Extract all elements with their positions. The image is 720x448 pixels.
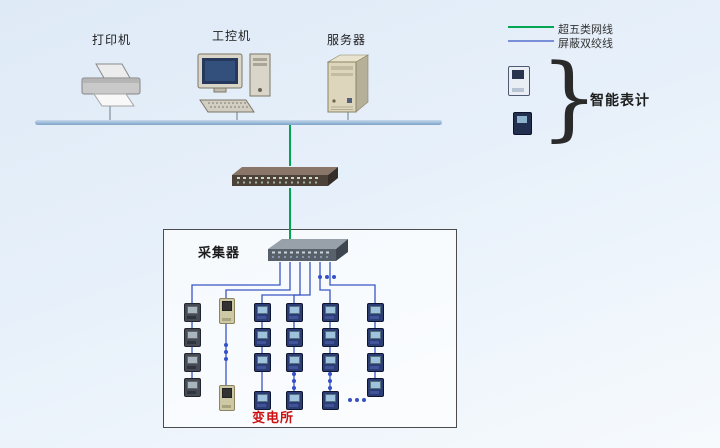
meter-icon — [184, 328, 201, 347]
ellipsis-icon — [328, 372, 332, 376]
meter-icon — [184, 378, 201, 397]
ellipsis-icon — [318, 275, 322, 279]
server-label: 服务器 — [327, 33, 367, 47]
meter-icon — [219, 385, 235, 411]
brace-glyph: } — [540, 44, 599, 151]
printer-label: 打印机 — [92, 33, 132, 47]
meter-icon — [184, 353, 201, 372]
ellipsis-icon — [348, 398, 352, 402]
legend-stp-label: 屏蔽双绞线 — [558, 38, 613, 50]
meter-icon — [254, 353, 271, 372]
meter-icon — [286, 303, 303, 322]
meter-icon — [322, 391, 339, 410]
meter-icon — [367, 378, 384, 397]
collector-icon — [264, 236, 350, 271]
meter-icon — [184, 303, 201, 322]
meter-icon — [322, 303, 339, 322]
collector-label: 采集器 — [198, 245, 241, 260]
meter-icon — [286, 328, 303, 347]
smart-meter-icon-light — [508, 66, 530, 96]
meter-icon — [254, 391, 271, 410]
industrial-pc-label: 工控机 — [212, 29, 252, 43]
legend-cat5-label: 超五类网线 — [558, 24, 613, 36]
meter-icon — [322, 328, 339, 347]
meter-icon — [367, 353, 384, 372]
meter-icon — [254, 303, 271, 322]
meter-icon — [322, 353, 339, 372]
smart-meter-icon-dark — [513, 112, 532, 135]
industrial-pc-icon — [196, 52, 282, 121]
meter-icon — [367, 303, 384, 322]
meter-icon — [219, 298, 235, 324]
meter-icon — [286, 391, 303, 410]
meter-icon — [367, 328, 384, 347]
ellipsis-icon — [292, 372, 296, 376]
printer-icon — [76, 62, 148, 115]
server-icon — [322, 54, 374, 121]
ellipsis-icon — [224, 343, 228, 347]
substation-label: 变电所 — [252, 410, 295, 425]
switch-icon — [228, 164, 340, 195]
meter-icon — [254, 328, 271, 347]
smart-meter-label: 智能表计 — [590, 92, 650, 108]
meter-icon — [286, 353, 303, 372]
